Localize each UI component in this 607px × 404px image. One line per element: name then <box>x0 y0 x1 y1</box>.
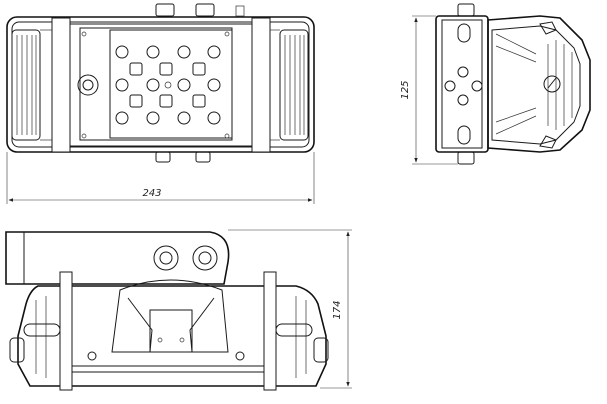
side-height-dimension: 125 <box>400 15 458 165</box>
side-view <box>435 3 591 165</box>
front-view <box>5 231 329 391</box>
front-height-label: 174 <box>332 300 343 319</box>
width-dimension: 243 <box>6 152 315 204</box>
front-height-dimension: 174 <box>228 229 352 389</box>
top-view <box>6 3 315 163</box>
width-label: 243 <box>142 188 161 199</box>
side-height-label: 125 <box>400 80 411 99</box>
left-fins <box>11 29 41 141</box>
led-lenses <box>115 45 221 125</box>
right-fins <box>279 29 309 141</box>
